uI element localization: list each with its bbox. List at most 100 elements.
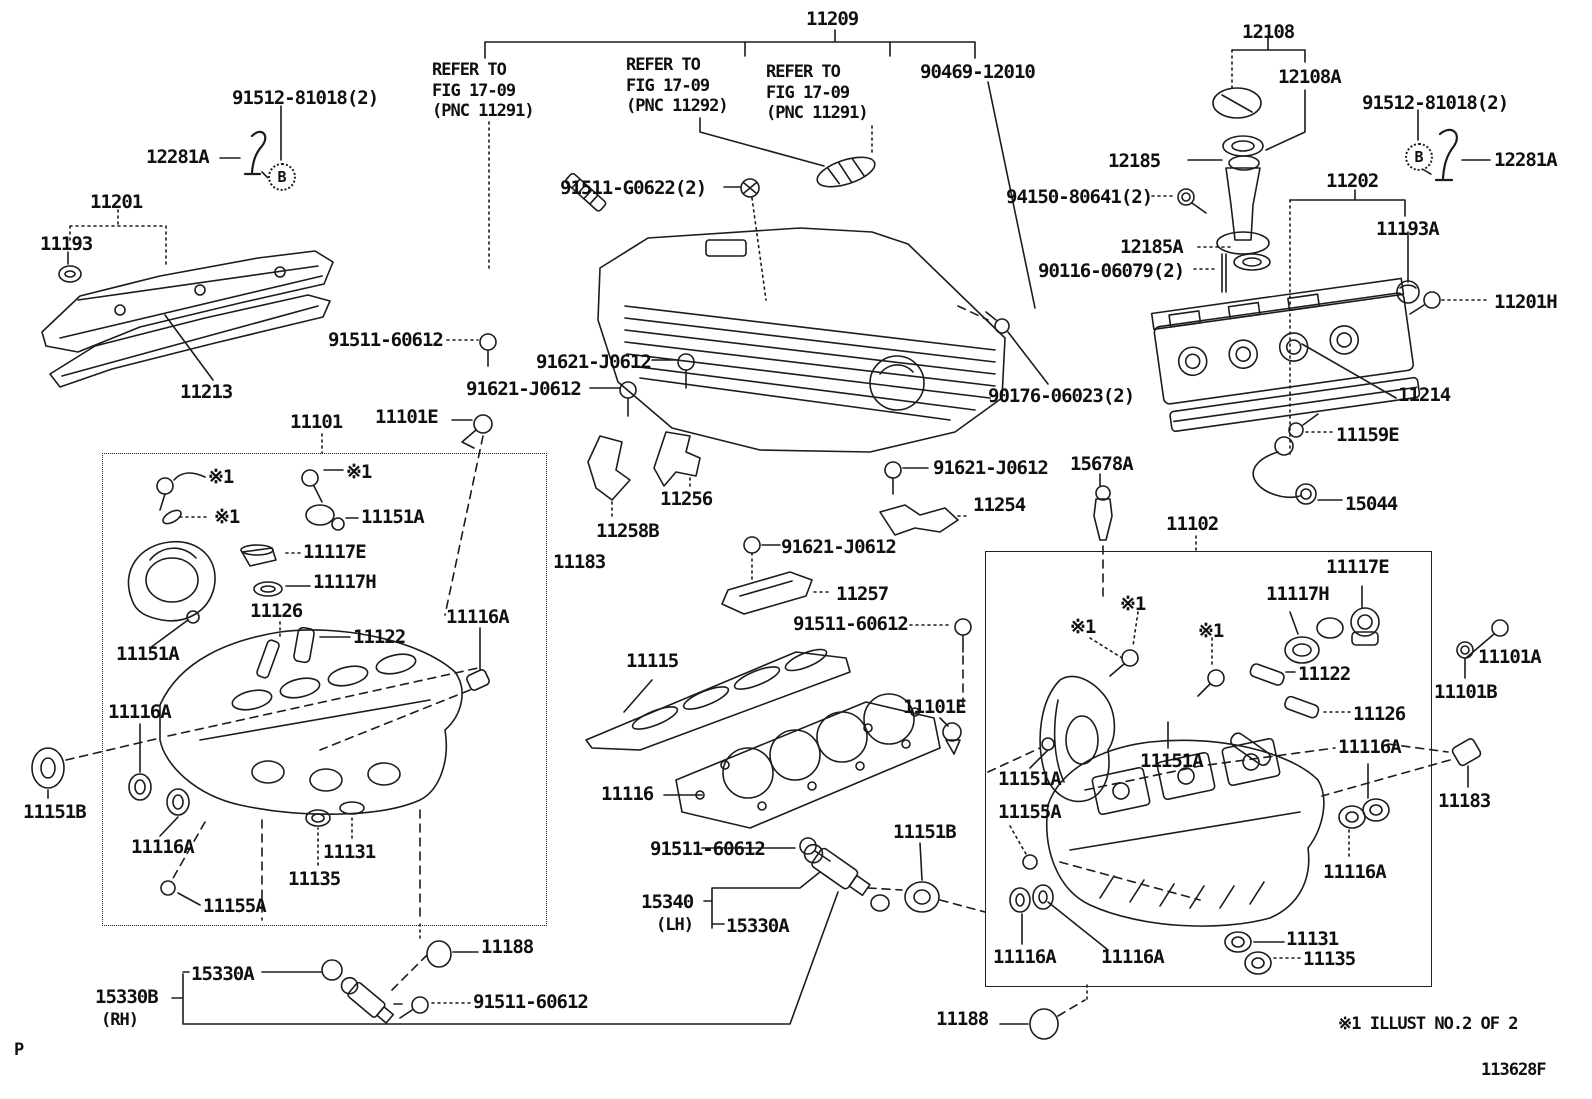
part-label-91511-g0622-2: 91511-G0622(2)	[560, 177, 707, 199]
figure-code: 113628F	[1481, 1060, 1547, 1080]
page-marker: P	[14, 1040, 24, 1060]
part-label-11122: 11122	[1298, 663, 1351, 685]
part-label-11201h: 11201H	[1494, 291, 1558, 313]
part-label-11193a: 11193A	[1376, 218, 1440, 240]
gasket-11116	[664, 694, 940, 828]
clamp-90176	[958, 306, 1048, 384]
part-label-1: ※1	[1120, 593, 1146, 615]
part-label-11101: 11101	[290, 411, 343, 433]
grommet-11193A	[1397, 232, 1419, 303]
part-label-11183: 11183	[1438, 790, 1491, 812]
part-label-1: ※1	[214, 506, 240, 528]
part-label-1: ※1	[208, 466, 234, 488]
part-label-11151a: 11151A	[116, 643, 180, 665]
part-label-11131: 11131	[323, 841, 376, 863]
v8-emblem	[814, 151, 878, 192]
part-label-1: ※1	[1070, 616, 1096, 638]
bolt-11159E	[1289, 414, 1332, 437]
part-label-11122: 11122	[353, 626, 406, 648]
part-label-11116a: 11116A	[1338, 736, 1402, 758]
leader-11214	[1302, 344, 1396, 398]
oil-filler-assembly	[1152, 38, 1305, 292]
part-label-90176-06023-2: 90176-06023(2)	[988, 385, 1135, 407]
part-label-11151b: 11151B	[23, 801, 87, 823]
hook-12281A-left	[220, 106, 281, 178]
part-label-lh: (LH)	[656, 915, 694, 935]
part-label-11101b: 11101B	[1434, 681, 1498, 703]
valve-cover-right-drawing	[1152, 278, 1420, 432]
bracket-11209	[485, 30, 1035, 308]
engine-cover-drawing	[598, 228, 1005, 452]
part-label-11257: 11257	[836, 583, 889, 605]
part-label-12108: 12108	[1242, 21, 1295, 43]
bracket-11258B	[588, 436, 630, 518]
part-label-11116a: 11116A	[1101, 946, 1165, 968]
part-label-11254: 11254	[973, 494, 1026, 516]
part-label-91512-81018-2: 91512-81018(2)	[1362, 92, 1509, 114]
part-label-11135: 11135	[288, 868, 341, 890]
part-label-11102: 11102	[1166, 513, 1219, 535]
part-label-11117e: 11117E	[1326, 556, 1390, 578]
part-label-15330a: 15330A	[726, 915, 790, 937]
part-label-12185: 12185	[1108, 150, 1161, 172]
bracket-11254	[880, 462, 970, 535]
part-label-11188: 11188	[936, 1008, 989, 1030]
sensor-15678A	[1094, 474, 1112, 600]
part-label-15340: 15340	[641, 891, 694, 913]
part-label-11116a: 11116A	[131, 836, 195, 858]
part-label-11116: 11116	[601, 783, 654, 805]
valve-cover-left-drawing	[42, 251, 333, 387]
right-box-small-parts	[988, 586, 1508, 974]
part-label-11209: 11209	[806, 8, 859, 30]
part-label-15330a: 15330A	[191, 963, 255, 985]
part-label-91621-j0612: 91621-J0612	[536, 351, 652, 373]
part-label-11151a: 11151A	[1140, 750, 1204, 772]
part-label-b: B	[268, 163, 296, 191]
sensor-11101E-lower	[940, 718, 961, 754]
bracket-11256	[654, 432, 700, 486]
gasket-11115	[586, 645, 850, 750]
part-label-11101e: 11101E	[903, 696, 967, 718]
part-label-91621-j0612: 91621-J0612	[781, 536, 897, 558]
part-label-11101e: 11101E	[375, 406, 439, 428]
bolt-91621-upper	[590, 354, 694, 416]
part-label-11201: 11201	[90, 191, 143, 213]
part-label-11151a: 11151A	[361, 506, 425, 528]
part-label-11159e: 11159E	[1336, 424, 1400, 446]
bolt-11201H	[1410, 292, 1490, 314]
cam-housing-left	[128, 542, 215, 621]
part-label-11202: 11202	[1326, 170, 1379, 192]
part-label-1: ※1	[1198, 620, 1224, 642]
part-label-11188: 11188	[481, 936, 534, 958]
illust-note: ※1 ILLUST NO.2 OF 2	[1338, 1014, 1518, 1034]
part-label-11135: 11135	[1303, 948, 1356, 970]
part-label-11101a: 11101A	[1478, 646, 1542, 668]
part-label-15678a: 15678A	[1070, 453, 1134, 475]
part-label-11117e: 11117E	[303, 541, 367, 563]
part-label-91621-j0612: 91621-J0612	[466, 378, 582, 400]
part-label-refer-to-fig-17-09-pnc-11292: REFER TO FIG 17-09 (PNC 11292)	[626, 55, 729, 117]
cylinder-head-left-drawing	[160, 630, 462, 814]
part-label-12185a: 12185A	[1120, 236, 1184, 258]
part-label-11116a: 11116A	[993, 946, 1057, 968]
part-label-90469-12010: 90469-12010	[920, 61, 1036, 83]
plug-11188-bottom	[1000, 985, 1087, 1039]
part-label-90116-06079-2: 90116-06079(2)	[1038, 260, 1185, 282]
part-label-11258b: 11258B	[596, 520, 660, 542]
part-label-11117h: 11117H	[1266, 583, 1330, 605]
left-head-group-box	[102, 453, 547, 926]
part-label-refer-to-fig-17-09-pnc-11291: REFER TO FIG 17-09 (PNC 11291)	[766, 62, 869, 124]
hook-12281A-right	[1418, 110, 1490, 180]
part-label-11193: 11193	[40, 233, 93, 255]
part-label-11214: 11214	[1398, 384, 1451, 406]
left-box-small-parts	[32, 470, 490, 920]
part-label-11151a: 11151A	[998, 768, 1062, 790]
part-label-91512-81018-2: 91512-81018(2)	[232, 87, 379, 109]
bracket-11201	[70, 210, 166, 266]
leader-11213	[165, 315, 213, 380]
part-label-11155a: 11155A	[998, 801, 1062, 823]
part-label-11151b: 11151B	[893, 821, 957, 843]
part-label-11183: 11183	[553, 551, 606, 573]
